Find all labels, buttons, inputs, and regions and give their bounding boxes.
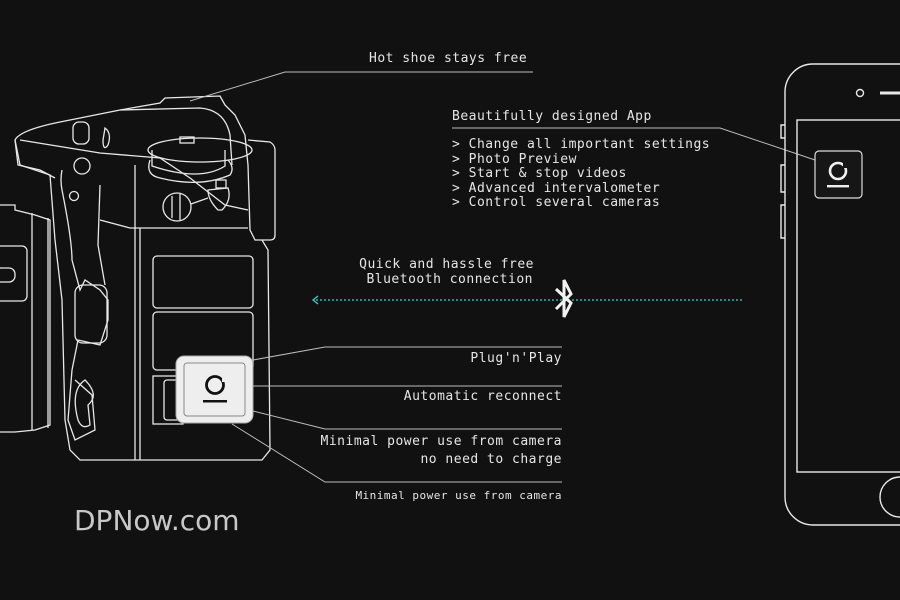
module-device — [175, 355, 254, 424]
app-feature-item: > Start & stop videos — [452, 166, 627, 181]
plug-n-play-label: Plug'n'Play — [470, 351, 562, 366]
watermark: DPNow.com — [74, 504, 240, 537]
camera-outline — [0, 95, 276, 461]
app-feature-item: > Advanced intervalometer — [452, 180, 661, 196]
power-small-label: Minimal power use from camera — [355, 489, 562, 502]
app-feature-item: > Control several cameras — [452, 195, 661, 210]
power-label-line2: no need to charge — [420, 452, 562, 467]
bluetooth-icon — [554, 279, 573, 318]
hot-shoe-label: Hot shoe stays free — [369, 51, 528, 66]
leader-lines — [189, 71, 816, 483]
app-icon — [814, 150, 863, 199]
power-label-line1: Minimal power use from camera — [320, 434, 562, 449]
app-feature-item: > Change all important settings — [452, 137, 711, 152]
app-feature-item: > Photo Preview — [452, 151, 577, 167]
phone-outline — [780, 63, 900, 526]
arrow-left-icon — [311, 295, 319, 305]
auto-reconnect-label: Automatic reconnect — [403, 389, 562, 404]
bluetooth-label-line2: Bluetooth connection — [366, 272, 533, 287]
app-feature-list: > Change all important settings > Photo … — [452, 137, 711, 211]
bluetooth-label-line1: Quick and hassle free — [359, 257, 534, 272]
app-title-label: Beautifully designed App — [452, 109, 652, 124]
